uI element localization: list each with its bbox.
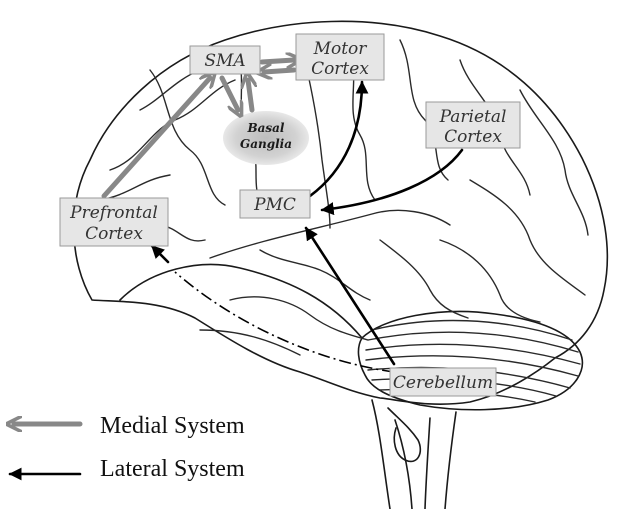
arrow-parietal-to-pmc bbox=[320, 148, 464, 216]
motor-cortex-label-line2: Cortex bbox=[311, 59, 369, 79]
cerebellum-label: Cerebellum bbox=[393, 373, 493, 393]
pmc-box: PMC bbox=[239, 189, 311, 219]
cerebellum-box: Cerebellum bbox=[389, 367, 497, 397]
parietal-cortex-box: Parietal Cortex bbox=[425, 101, 521, 149]
arrow-prefrontal-to-sma bbox=[101, 78, 210, 199]
legend-medial-label: Medial System bbox=[100, 413, 245, 439]
parietal-cortex-label-line1: Parietal bbox=[439, 107, 507, 127]
legend-lateral-label: Lateral System bbox=[100, 456, 245, 482]
brainstem-outline bbox=[371, 399, 457, 509]
sma-box: SMA bbox=[189, 45, 261, 75]
arrow-cerebellum-to-prefrontal-head bbox=[150, 244, 170, 264]
prefrontal-cortex-label-line1: Prefrontal bbox=[69, 203, 158, 223]
motor-cortex-box: Motor Cortex bbox=[295, 33, 385, 81]
path-cerebellum-to-prefrontal bbox=[174, 271, 395, 373]
arrow-pmc-to-motor bbox=[308, 80, 369, 198]
legend: Medial System Lateral System bbox=[10, 413, 245, 482]
pons-bulge bbox=[387, 407, 422, 463]
temporal-lobe bbox=[119, 263, 363, 339]
lateral-system-arrows bbox=[150, 80, 464, 373]
basal-ganglia-label-line2: Ganglia bbox=[240, 137, 292, 151]
medial-system-arrows bbox=[101, 60, 297, 199]
cerebellum-outline bbox=[357, 310, 584, 411]
prefrontal-cortex-label-line2: Cortex bbox=[85, 224, 143, 244]
prefrontal-cortex-box: Prefrontal Cortex bbox=[59, 197, 169, 247]
basal-ganglia-region bbox=[223, 111, 309, 165]
parietal-cortex-label-line2: Cortex bbox=[444, 127, 502, 147]
arrow-cerebellum-to-pmc bbox=[304, 226, 396, 366]
basal-ganglia-label-line1: Basal bbox=[246, 121, 284, 135]
pmc-label: PMC bbox=[253, 195, 296, 215]
arrow-sma-to-basal bbox=[219, 75, 238, 110]
sma-label: SMA bbox=[204, 51, 245, 71]
cerebrum-outline bbox=[72, 20, 609, 405]
arrow-basal-to-sma bbox=[248, 80, 252, 113]
arrow-motor-to-sma bbox=[264, 70, 297, 72]
sylvian-fissure bbox=[209, 209, 451, 259]
arrow-sma-to-motor bbox=[259, 60, 294, 62]
motor-cortex-label-line1: Motor bbox=[313, 39, 368, 59]
